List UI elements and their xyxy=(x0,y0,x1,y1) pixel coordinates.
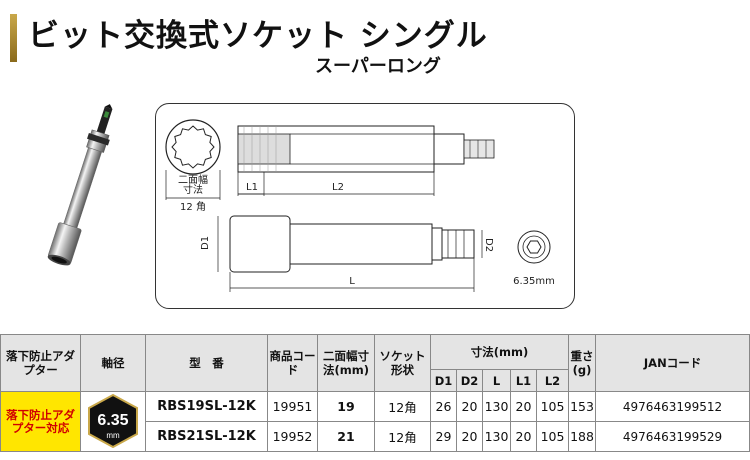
diagram-label-drive: 6.35mm xyxy=(513,276,555,287)
shaft-size-unit: mm xyxy=(106,431,120,440)
l1-cell: 20 xyxy=(510,421,537,452)
l-cell: 130 xyxy=(482,391,511,422)
diagram-label-12point: 12 角 xyxy=(180,201,206,213)
header-jan: JANコード xyxy=(595,334,750,392)
l-cell: 130 xyxy=(482,421,511,452)
drive-end-view: 6.35mm xyxy=(513,230,555,287)
jan-cell: 4976463199529 xyxy=(595,421,750,452)
header-socket-shape: ソケット形状 xyxy=(374,334,431,392)
model-cell: RBS21SL-12K xyxy=(145,421,268,452)
diagram-label-L1: L1 xyxy=(246,182,258,193)
header-product-code: 商品コード xyxy=(267,334,318,392)
shaft-size-value: 6.35 xyxy=(97,412,128,429)
table-row: RBS21SL-12K 19952 21 12角 29 20 130 20 10… xyxy=(1,421,750,452)
shape-cell: 12角 xyxy=(374,421,431,452)
header-dim-L1: L1 xyxy=(510,369,537,392)
hex-shaft-icon: 6.35 mm xyxy=(88,393,138,449)
code-cell: 19952 xyxy=(267,421,318,452)
d2-cell: 20 xyxy=(456,391,483,422)
page-subtitle: スーパーロング xyxy=(315,56,441,77)
d2-cell: 20 xyxy=(456,421,483,452)
diagram-label-size: 寸法 xyxy=(183,183,203,196)
header-dimensions: 寸法(mm) xyxy=(429,334,570,370)
header-dim-L: L xyxy=(482,369,511,392)
socket-end-view: 二面幅 寸法 12 角 xyxy=(165,119,221,213)
header-model: 型 番 xyxy=(145,334,268,392)
diagram-label-width: 二面幅 xyxy=(178,173,208,186)
shape-cell: 12角 xyxy=(374,391,431,422)
weight-cell: 188 xyxy=(568,421,597,452)
socket-outer-view: D1 D2 L xyxy=(200,215,494,292)
diagram-label-D2: D2 xyxy=(483,238,494,252)
l2-cell: 105 xyxy=(535,421,570,452)
table-row: 落下防止アダプター対応 6.35 mm RBS19SL-12K 19951 19… xyxy=(0,391,750,452)
diagram-label-L2: L2 xyxy=(332,182,344,193)
diagram-label-D1: D1 xyxy=(200,236,211,250)
product-photo xyxy=(47,104,113,266)
width-cell: 21 xyxy=(317,421,375,452)
d1-cell: 29 xyxy=(430,421,457,452)
socket-section-view: L1 L2 xyxy=(237,125,495,196)
l1-cell: 20 xyxy=(510,391,537,422)
header-weight: 重さ(g) xyxy=(568,334,597,392)
title-accent-bar xyxy=(10,14,17,62)
dimension-drawing: 二面幅 寸法 12 角 L1 L2 xyxy=(155,103,575,309)
diagram-label-L: L xyxy=(349,276,355,287)
shaft-size-badge: 6.35 mm xyxy=(80,391,146,452)
weight-cell: 153 xyxy=(568,391,597,422)
page-title: ビット交換式ソケット シングル xyxy=(28,18,488,54)
code-cell: 19951 xyxy=(267,391,318,422)
width-cell: 19 xyxy=(317,391,375,422)
model-cell: RBS19SL-12K xyxy=(145,391,268,422)
header-dim-D2: D2 xyxy=(456,369,483,392)
header-shaft: 軸径 xyxy=(80,334,146,392)
d1-cell: 26 xyxy=(430,391,457,422)
spec-table: 落下防止アダプター 軸径 型 番 商品コード 二面幅寸法(mm) ソケット形状 … xyxy=(0,334,750,452)
header-dim-D1: D1 xyxy=(430,369,457,392)
jan-cell: 4976463199512 xyxy=(595,391,750,422)
l2-cell: 105 xyxy=(535,391,570,422)
drop-prevention-badge: 落下防止アダプター対応 xyxy=(0,391,81,452)
header-drop-prevention: 落下防止アダプター xyxy=(0,334,81,392)
header-width-size: 二面幅寸法(mm) xyxy=(317,334,375,392)
header-dim-L2: L2 xyxy=(535,369,570,392)
